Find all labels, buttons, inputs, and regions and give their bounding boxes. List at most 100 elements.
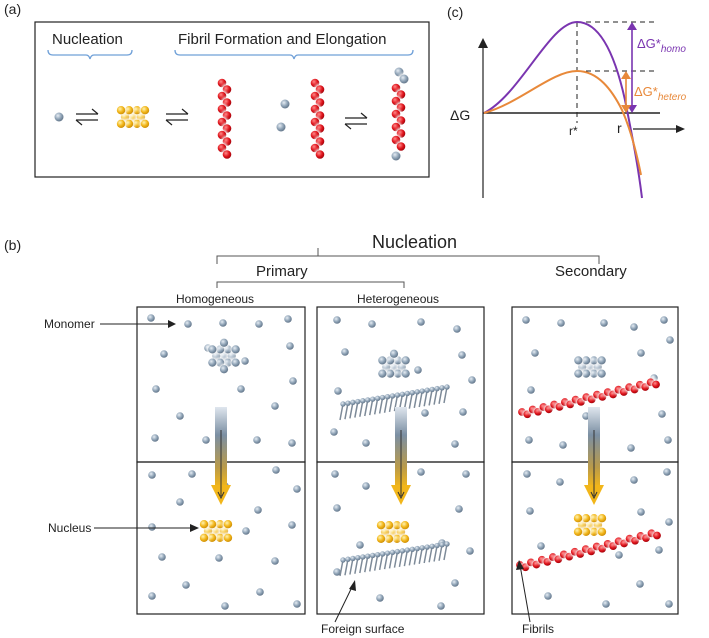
monomer	[293, 485, 301, 493]
nucleus-ball	[207, 533, 217, 542]
lipid-head	[374, 395, 381, 402]
monomer	[330, 428, 338, 436]
cluster-monomer	[597, 369, 606, 378]
cluster-monomer	[582, 369, 591, 378]
lipid-head	[350, 399, 356, 406]
fibril-group	[216, 65, 411, 161]
nucleus-ball	[116, 119, 126, 128]
foreign-surface-pointer	[334, 584, 354, 623]
monomer	[399, 74, 409, 84]
lipid-head	[370, 396, 376, 402]
monomer	[637, 508, 645, 516]
nucleus-ball	[376, 534, 386, 543]
lipid-tail	[373, 398, 379, 415]
monomer	[362, 482, 370, 490]
lipid-head	[389, 549, 396, 556]
lipid-head	[379, 551, 386, 557]
cluster-monomer	[574, 356, 583, 365]
monomer	[556, 478, 564, 486]
nucleus-ball	[392, 534, 402, 543]
lipid-head	[424, 387, 430, 393]
lipid-head	[404, 547, 411, 553]
fibril-bead	[653, 531, 661, 540]
lipid-head	[350, 555, 356, 562]
lipid-tail	[368, 555, 374, 572]
lipid-tail	[428, 546, 433, 563]
y-axis-arrowhead	[478, 38, 488, 48]
lipid-head	[419, 388, 425, 394]
monomer	[417, 468, 425, 476]
lipid-tail	[378, 553, 384, 571]
cluster-monomer	[401, 356, 410, 365]
monomer	[148, 592, 156, 600]
lipid-tail	[378, 397, 384, 414]
monomer	[202, 436, 210, 444]
monomer	[147, 314, 155, 322]
nucleus-ball	[140, 119, 150, 128]
lipid-tail	[354, 401, 359, 418]
monomer	[284, 315, 292, 323]
cluster-monomer	[208, 345, 217, 354]
lipid-head	[345, 400, 351, 406]
transition-arrows	[211, 407, 604, 505]
nucleation-bracket	[47, 49, 133, 60]
fibril-heading: Fibril Formation and Elongation	[178, 31, 386, 48]
lipid-head	[360, 398, 366, 404]
nucleus-ball	[124, 119, 134, 128]
cluster-monomer	[378, 356, 387, 365]
nucleus-cluster	[115, 104, 151, 130]
monomer-group	[52, 97, 403, 163]
r-star-label: r*	[569, 124, 578, 138]
monomer	[215, 554, 223, 562]
monomer	[522, 316, 530, 324]
fibril-bead	[396, 142, 406, 151]
nucleus-ball	[215, 520, 225, 529]
nucleation-heading: Nucleation	[52, 31, 123, 48]
clusters	[198, 337, 608, 545]
monomer	[341, 348, 349, 356]
monomer	[602, 600, 610, 608]
lipid-tail	[388, 552, 394, 569]
lipid-head	[394, 548, 401, 555]
monomer	[237, 385, 245, 393]
reverse-arrow-head	[165, 119, 173, 126]
monomer	[557, 319, 565, 327]
panel-c-label: (c)	[447, 4, 463, 20]
monomer	[664, 436, 672, 444]
lipid-tail	[443, 386, 448, 404]
cluster-monomer	[393, 369, 402, 378]
monomer	[544, 592, 552, 600]
dg-homo-label: ΔG*homo	[637, 36, 686, 55]
lipid-head	[439, 542, 445, 548]
lipid-head	[394, 392, 401, 398]
lipid-tail	[344, 403, 349, 420]
cluster-monomer	[231, 345, 240, 354]
monomer	[272, 466, 280, 474]
dg-hetero-label: ΔG*hetero	[634, 84, 687, 103]
monomer	[600, 319, 608, 327]
lipid-tail	[418, 390, 423, 408]
primary-title: Primary	[256, 263, 308, 280]
lipid-head	[419, 545, 425, 551]
nucleus-ball	[589, 527, 599, 536]
nucleus-ball	[573, 514, 583, 523]
lipid-head	[384, 550, 391, 556]
lipid-tail	[443, 543, 448, 561]
monomer	[582, 412, 590, 420]
primary-bracket	[216, 281, 405, 288]
monomer	[417, 318, 425, 326]
monomer	[466, 547, 474, 555]
nucleus-ball	[573, 527, 583, 536]
nucleus-ball	[132, 119, 142, 128]
fibril-bead	[315, 150, 325, 159]
monomer	[368, 320, 376, 328]
monomer	[437, 602, 445, 610]
foreign-surface-pointer-head	[349, 580, 356, 591]
nucleus-ball	[581, 514, 591, 523]
monomer	[630, 476, 638, 484]
lipid-tail	[359, 400, 364, 417]
lipid-tail	[433, 545, 438, 562]
monomer-pointer-head	[168, 320, 176, 328]
reverse-arrow-head	[75, 119, 83, 126]
nucleus-ball	[215, 533, 225, 542]
